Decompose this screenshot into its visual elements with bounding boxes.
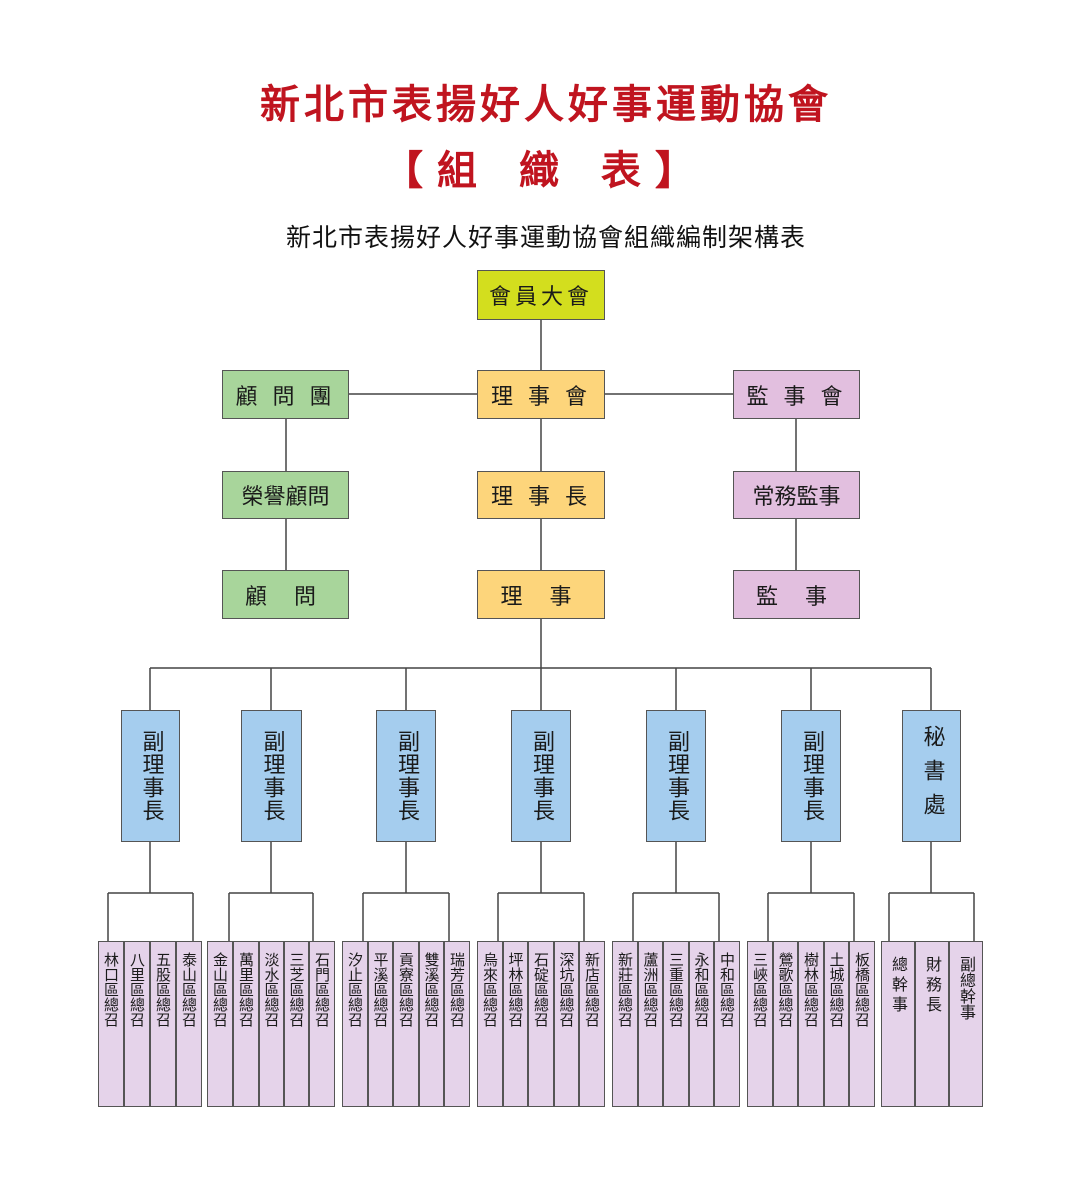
node-secretariat: 秘書處 <box>902 710 961 842</box>
node-district: 瑞芳區總召 <box>444 941 470 1107</box>
node-chairman: 理 事 長 <box>477 471 605 519</box>
node-district: 三重區總召 <box>663 941 689 1107</box>
node-advisor: 顧 問 <box>222 570 349 619</box>
node-district: 板橋區總召 <box>849 941 875 1107</box>
node-district: 新店區總召 <box>579 941 605 1107</box>
node-district: 樹林區總召 <box>798 941 824 1107</box>
node-district: 土城區總召 <box>824 941 849 1107</box>
node-district: 石門區總召 <box>309 941 335 1107</box>
node-district: 新莊區總召 <box>612 941 638 1107</box>
node-district: 金山區總召 <box>207 941 233 1107</box>
node-advisory-group: 顧 問 團 <box>222 370 349 419</box>
node-supervisory-board: 監 事 會 <box>733 370 860 419</box>
node-district: 三芝區總召 <box>284 941 309 1107</box>
node-vice-chair-1: 副理事長 <box>121 710 180 842</box>
node-district: 永和區總召 <box>689 941 714 1107</box>
node-supervisor: 監 事 <box>733 570 860 619</box>
node-district: 鶯歌區總召 <box>773 941 798 1107</box>
node-district: 八里區總召 <box>124 941 150 1107</box>
page-title: 新北市表揚好人好事運動協會 <box>260 81 832 128</box>
node-district: 深坑區總召 <box>554 941 579 1107</box>
node-district: 石碇區總召 <box>528 941 554 1107</box>
node-secretariat-staff: 副總幹事 <box>949 941 983 1107</box>
node-district: 雙溪區總召 <box>419 941 444 1107</box>
node-vice-chair-5: 副理事長 <box>646 710 706 842</box>
node-district: 泰山區總召 <box>176 941 202 1107</box>
node-secretariat-staff: 財務長 <box>915 941 949 1107</box>
node-district: 汐止區總召 <box>342 941 368 1107</box>
chart-title: 新北市表揚好人好事運動協會組織編制架構表 <box>285 223 806 252</box>
node-district: 蘆洲區總召 <box>638 941 663 1107</box>
node-district: 三峽區總召 <box>747 941 773 1107</box>
node-vice-chair-4: 副理事長 <box>511 710 571 842</box>
node-vice-chair-6: 副理事長 <box>781 710 841 842</box>
node-district: 萬里區總召 <box>233 941 259 1107</box>
node-honorary-advisor: 榮譽顧問 <box>222 471 349 519</box>
node-vice-chair-2: 副理事長 <box>241 710 302 842</box>
node-district: 烏來區總召 <box>477 941 503 1107</box>
node-assembly: 會員大會 <box>477 270 605 320</box>
node-directors: 理 事 <box>477 570 605 619</box>
node-standing-supervisor: 常務監事 <box>733 471 860 519</box>
node-district: 淡水區總召 <box>259 941 284 1107</box>
node-board: 理 事 會 <box>477 370 605 419</box>
node-district: 平溪區總召 <box>368 941 393 1107</box>
node-district: 中和區總召 <box>714 941 740 1107</box>
node-district: 五股區總召 <box>150 941 176 1107</box>
node-district: 坪林區總召 <box>503 941 528 1107</box>
page-subtitle: 【組 織 表】 <box>383 147 709 194</box>
node-district: 貢寮區總召 <box>393 941 419 1107</box>
node-secretariat-staff: 總幹事 <box>881 941 915 1107</box>
node-district: 林口區總召 <box>98 941 124 1107</box>
node-vice-chair-3: 副理事長 <box>376 710 436 842</box>
